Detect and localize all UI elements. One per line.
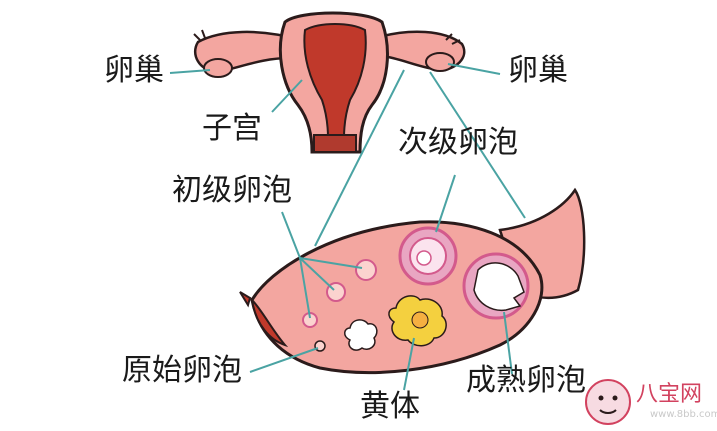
secondary-follicle [398, 226, 458, 286]
primary-follicle-3 [355, 259, 377, 281]
corpus-albicans [344, 319, 378, 351]
watermark-logo [585, 379, 631, 425]
label-primordial-follicle: 原始卵泡 [122, 353, 242, 388]
label-ovary-left: 卵巢 [104, 53, 164, 88]
uterus-illustration [193, 11, 466, 154]
label-corpus-luteum: 黄体 [360, 389, 420, 424]
mature-follicle [462, 252, 530, 320]
corpus-luteum [388, 295, 447, 347]
label-primary-follicle: 初级卵泡 [172, 173, 292, 208]
watermark-text: 八宝网 [636, 382, 703, 407]
leader-lines [169, 63, 526, 391]
label-secondary-follicle: 次级卵泡 [398, 125, 518, 160]
label-mature-follicle: 成熟卵泡 [466, 363, 586, 398]
label-ovary-right: 卵巢 [508, 53, 568, 88]
watermark-url: www.8bb.com [650, 409, 717, 420]
label-uterus: 子宫 [202, 111, 262, 146]
ovary-cross-section [239, 187, 586, 375]
